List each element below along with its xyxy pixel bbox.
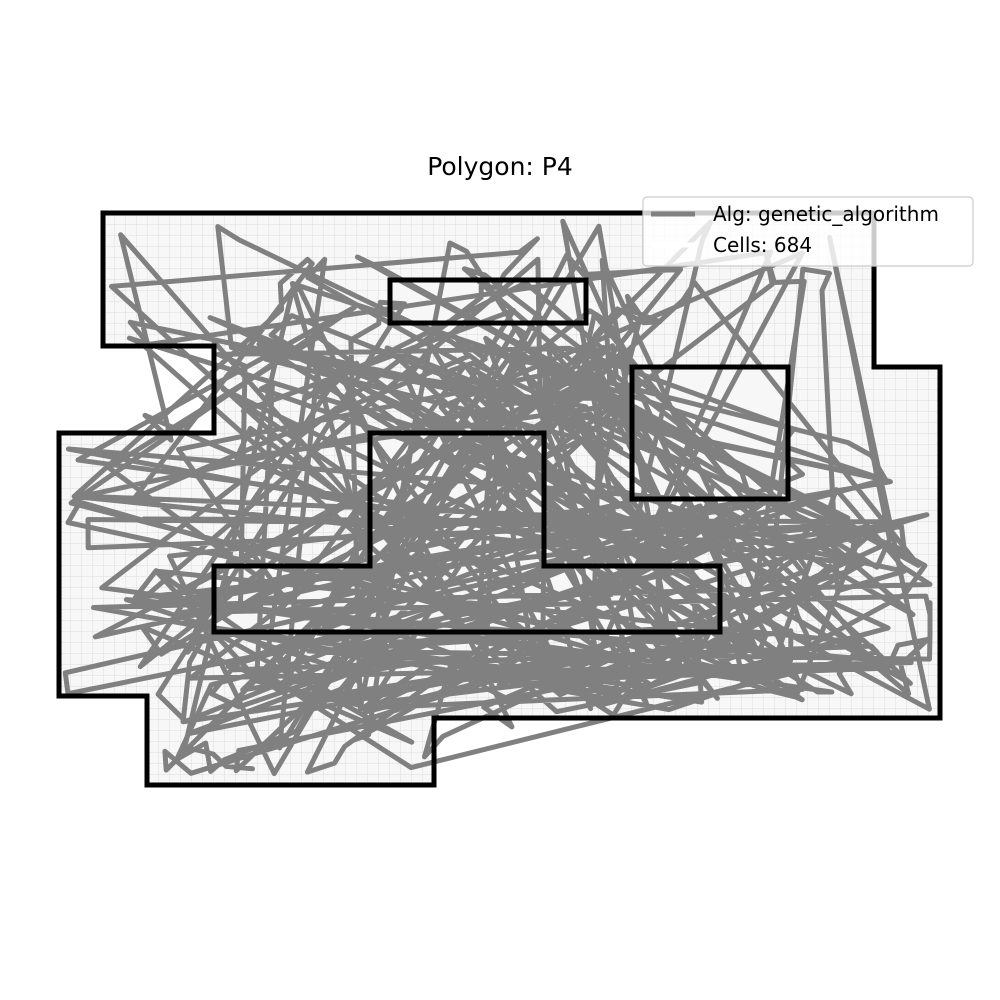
legend-label-cells: Cells: 684 xyxy=(713,233,812,257)
hole-top-boundary xyxy=(387,277,589,326)
coverage-path xyxy=(62,218,933,777)
legend-label-algorithm: Alg: genetic_algorithm xyxy=(713,202,939,226)
outer-boundary xyxy=(56,210,943,788)
legend-box xyxy=(642,196,974,267)
figure-title: Polygon: P4 xyxy=(427,152,573,181)
hole-center-boundary xyxy=(211,430,723,635)
legend: Alg: genetic_algorithm Cells: 684 xyxy=(642,196,974,267)
polygon-boundary xyxy=(56,210,943,788)
hole-right-boundary xyxy=(629,364,791,502)
